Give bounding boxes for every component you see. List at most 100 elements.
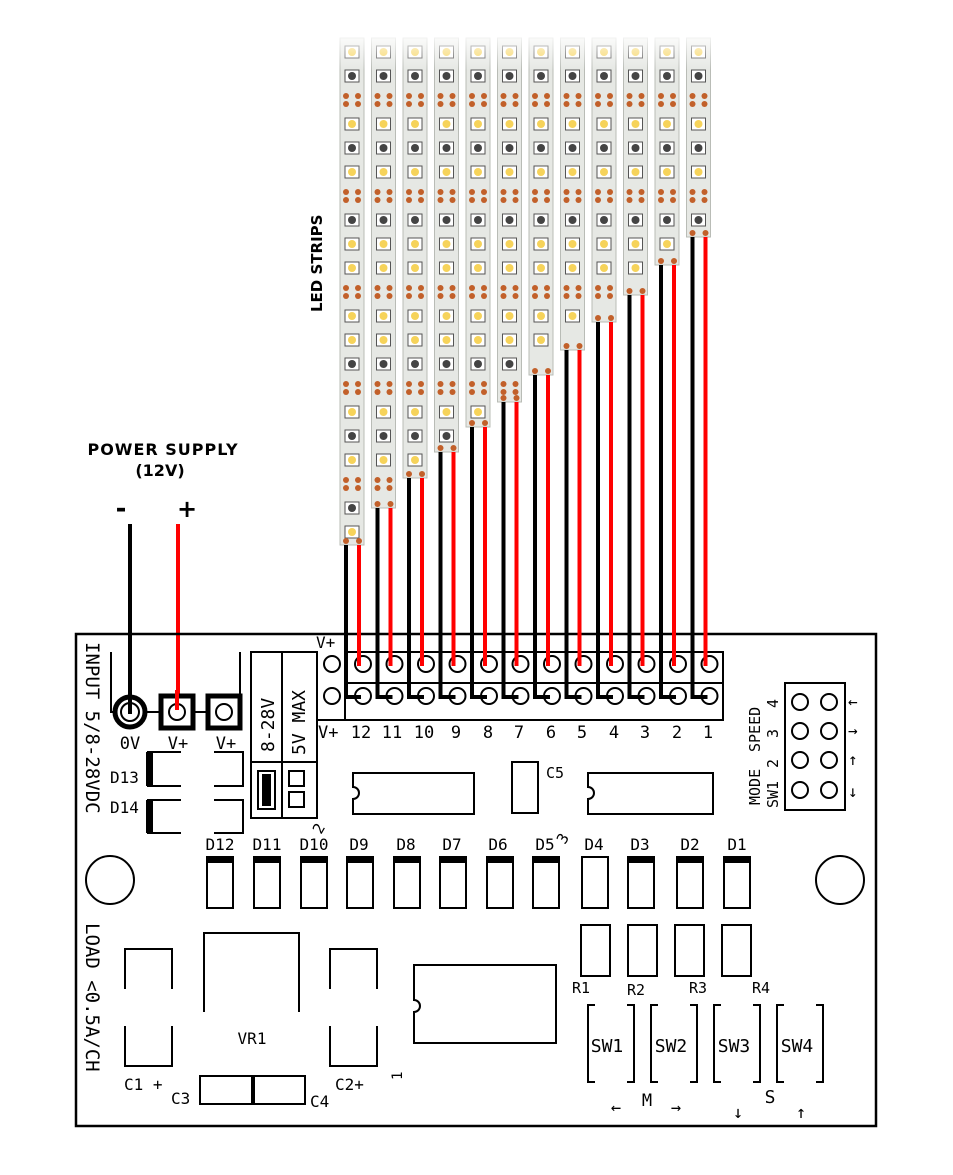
led-emitter bbox=[442, 120, 451, 128]
solder-pad bbox=[545, 368, 551, 374]
channel-label: 7 bbox=[514, 723, 524, 743]
smd-resistor bbox=[406, 189, 412, 195]
header-pin-positive[interactable] bbox=[700, 655, 719, 673]
channel-label: 11 bbox=[382, 723, 402, 743]
smd-resistor bbox=[437, 293, 444, 299]
smd-resistor bbox=[544, 93, 550, 99]
diode bbox=[346, 856, 374, 909]
switch-label-sw4[interactable]: SW4 bbox=[781, 1036, 814, 1057]
jumper-cap[interactable] bbox=[262, 774, 271, 806]
arrow-left-icon: ← bbox=[848, 692, 858, 711]
smd-resistor bbox=[418, 93, 424, 99]
solder-pad bbox=[563, 343, 570, 349]
header-pin-positive[interactable] bbox=[480, 655, 498, 673]
smd-resistor bbox=[374, 197, 381, 203]
header-pin[interactable] bbox=[791, 751, 809, 769]
smd-resistor bbox=[607, 93, 613, 99]
smd-resistor bbox=[658, 189, 664, 195]
led-emitter bbox=[411, 240, 419, 248]
header-pin-positive[interactable] bbox=[448, 655, 467, 673]
led-emitter bbox=[505, 216, 514, 224]
diode-cathode-band bbox=[347, 857, 373, 863]
smd-resistor bbox=[343, 389, 349, 395]
header-vplus-pin-bottom[interactable] bbox=[323, 687, 341, 705]
mode-label: MODE bbox=[746, 769, 764, 805]
smd-resistor bbox=[343, 189, 349, 195]
diode-cathode-band bbox=[440, 857, 466, 863]
header-pin[interactable] bbox=[791, 781, 809, 799]
header-pin-positive[interactable] bbox=[385, 655, 404, 673]
diode-cathode-band bbox=[628, 857, 654, 863]
led-emitter bbox=[663, 72, 671, 80]
jumper-pin-5v-b[interactable] bbox=[288, 791, 305, 808]
smd-resistor bbox=[689, 189, 696, 195]
smd-resistor bbox=[481, 389, 487, 395]
channel-label: 9 bbox=[451, 723, 461, 743]
led-emitter bbox=[379, 144, 388, 152]
smd-resistor bbox=[500, 101, 507, 107]
header-pin[interactable] bbox=[791, 722, 809, 740]
channel-label: 10 bbox=[414, 723, 434, 743]
row-label-4: 4 bbox=[764, 699, 782, 708]
smd-resistor bbox=[595, 293, 601, 299]
smd-resistor bbox=[532, 197, 538, 203]
header-pin[interactable] bbox=[791, 693, 809, 711]
header-pin[interactable] bbox=[820, 751, 838, 769]
header-pin-positive[interactable] bbox=[574, 655, 593, 673]
header-pin[interactable] bbox=[820, 781, 838, 799]
diode bbox=[300, 856, 328, 909]
led-emitter bbox=[348, 72, 356, 80]
led-emitter bbox=[442, 264, 451, 272]
solder-pad bbox=[513, 395, 520, 401]
smd-resistor bbox=[563, 101, 570, 107]
led-emitter bbox=[348, 168, 356, 176]
header-pin-positive[interactable] bbox=[511, 655, 530, 673]
smd-resistor bbox=[670, 93, 676, 99]
header-pin-positive[interactable] bbox=[354, 655, 372, 673]
jumper-pins-8-28v[interactable] bbox=[257, 770, 276, 810]
header-vplus-label-bottom: V+ bbox=[318, 723, 338, 743]
smd-resistor bbox=[607, 197, 613, 203]
smd-resistor bbox=[532, 189, 538, 195]
diode-cathode-band bbox=[724, 857, 750, 863]
arrow-right-icon: → bbox=[848, 721, 858, 740]
smd-resistor bbox=[386, 101, 393, 107]
switch-bracket-right bbox=[690, 1004, 698, 1083]
header-pin-positive[interactable] bbox=[417, 655, 435, 673]
smd-resistor bbox=[658, 93, 664, 99]
led-emitter bbox=[348, 144, 356, 152]
diode bbox=[486, 856, 514, 909]
smd-resistor bbox=[469, 285, 475, 291]
header-vplus-pin-top[interactable] bbox=[323, 655, 341, 673]
switch-label-sw3[interactable]: SW3 bbox=[718, 1036, 751, 1057]
led-emitter bbox=[474, 264, 482, 272]
led-emitter bbox=[663, 120, 671, 128]
smd-resistor bbox=[701, 189, 708, 195]
switch-label-sw2[interactable]: SW2 bbox=[655, 1036, 688, 1057]
header-pin-positive[interactable] bbox=[543, 655, 561, 673]
label-c3: C3 bbox=[171, 1089, 190, 1108]
smd-resistor bbox=[512, 93, 519, 99]
led-strip bbox=[497, 37, 522, 403]
led-emitter bbox=[348, 312, 356, 320]
solder-pad bbox=[671, 258, 677, 264]
smd-resistor bbox=[418, 197, 424, 203]
resistor-r1 bbox=[580, 924, 611, 977]
led-emitter bbox=[568, 120, 577, 128]
header-pin-positive[interactable] bbox=[637, 655, 656, 673]
strip-body bbox=[339, 37, 365, 546]
switch-label-sw1[interactable]: SW1 bbox=[591, 1036, 624, 1057]
led-strip bbox=[339, 37, 365, 546]
wire-negative bbox=[344, 545, 361, 699]
header-pin-positive[interactable] bbox=[606, 655, 624, 673]
header-pin-positive[interactable] bbox=[669, 655, 687, 673]
smd-resistor bbox=[449, 93, 456, 99]
terminal-vplus-2[interactable] bbox=[205, 693, 243, 731]
led-emitter bbox=[474, 312, 482, 320]
jumper-pin-5v-a[interactable] bbox=[288, 770, 305, 787]
header-pin[interactable] bbox=[820, 722, 838, 740]
header-pin[interactable] bbox=[820, 693, 838, 711]
load-rating-label: LOAD <0.5A/CH bbox=[81, 923, 103, 1072]
led-emitter bbox=[474, 408, 482, 416]
smd-resistor bbox=[437, 93, 444, 99]
